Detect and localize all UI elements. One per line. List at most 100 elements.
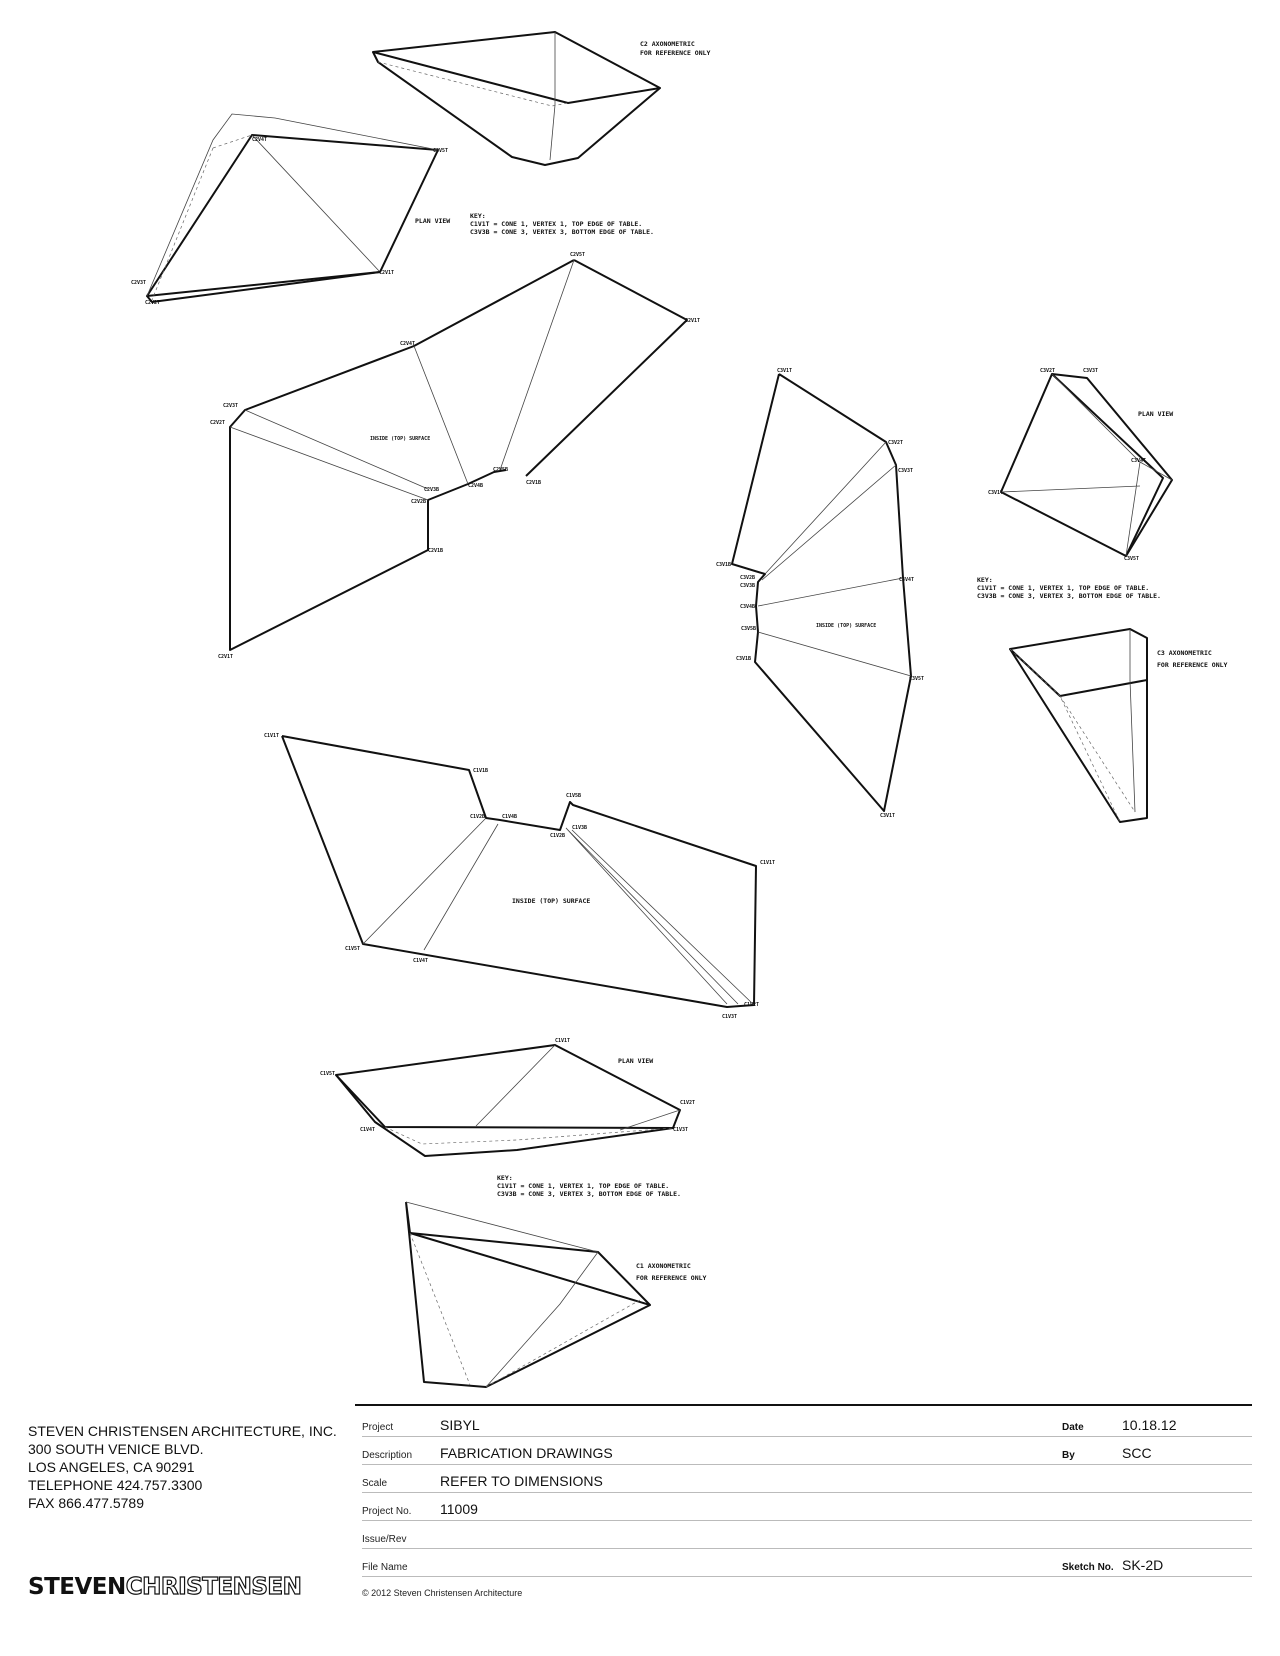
c3-surf-label: INSIDE (TOP) SURFACE xyxy=(816,623,876,629)
c2-surf-v4t: C2V4T xyxy=(400,341,415,347)
key-3-line-1: C1V1T = CONE 1, VERTEX 1, TOP EDGE OF TA… xyxy=(497,1182,669,1190)
c3-surf-v4t: C3V4T xyxy=(899,577,914,583)
c3-surf-v2t: C3V2T xyxy=(888,440,903,446)
row-issue-rev: Issue/Rev xyxy=(362,1520,1252,1549)
copyright-notice: © 2012 Steven Christensen Architecture xyxy=(362,1588,523,1598)
c3-surf-v3t: C3V3T xyxy=(898,468,913,474)
row-file-name: File Name Sketch No. SK-2D xyxy=(362,1548,1252,1577)
logo-bold-part: STEVEN xyxy=(28,1574,126,1600)
project-label: Project xyxy=(362,1422,394,1433)
c1-surf-v4t: C1V4T xyxy=(413,958,428,964)
key-2-title: KEY: xyxy=(977,576,993,584)
fabrication-drawing: C2 AXONOMETRIC FOR REFERENCE ONLY C2V4T … xyxy=(131,31,1228,1388)
c3-surf-v5b: C3V5B xyxy=(741,626,756,632)
logo-outline-part: CHRISTENSEN xyxy=(125,1573,302,1600)
c1-surf-v5b: C1V5B xyxy=(566,793,581,799)
c2-surf-v3b: C2V3B xyxy=(424,487,439,493)
c1-surf-v4b: C1V4B xyxy=(502,814,517,820)
firm-logo: STEVENCHRISTENSEN xyxy=(28,1573,302,1600)
c2-surf-label: INSIDE (TOP) SURFACE xyxy=(370,436,430,442)
firm-address: STEVEN CHRISTENSEN ARCHITECTURE, INC. 30… xyxy=(28,1422,337,1512)
c3-plan-v3t: C3V3T xyxy=(1083,368,1098,374)
sketch-no-label: Sketch No. xyxy=(1062,1562,1114,1573)
c2-axo-label-2: FOR REFERENCE ONLY xyxy=(640,49,711,57)
c1-plan-v2t: C1V2T xyxy=(680,1100,695,1106)
c2-surf-v2b: C2V2B xyxy=(411,499,426,505)
c2-plan-v1t: C2V1T xyxy=(379,270,394,276)
c1-surf-v1t-2: C1V1T xyxy=(760,860,775,866)
c2-surf-v3t: C2V3T xyxy=(223,403,238,409)
firm-name: STEVEN CHRISTENSEN ARCHITECTURE, INC. xyxy=(28,1423,337,1439)
c3-surf-v1b: C3V1B xyxy=(716,562,731,568)
c1-plan-label: PLAN VIEW xyxy=(618,1057,653,1065)
c1-plan-view: C1V1T C1V5T C1V4T C1V2T C1V3T PLAN VIEW xyxy=(320,1038,695,1157)
c1-surf-v5t: C1V5T xyxy=(345,946,360,952)
c2-plan-v3t: C2V3T xyxy=(131,280,146,286)
date-value: 10.18.12 xyxy=(1122,1417,1177,1433)
row-project-no: Project No. 11009 xyxy=(362,1492,1252,1521)
scale-value: REFER TO DIMENSIONS xyxy=(440,1473,603,1489)
c2-surf-v1t-2: C2V1T xyxy=(218,654,233,660)
c3-surf-v5t: C3V5T xyxy=(909,676,924,682)
c1-axo-label-1: C1 AXONOMETRIC xyxy=(636,1262,691,1270)
key-2-line-1: C1V1T = CONE 1, VERTEX 1, TOP EDGE OF TA… xyxy=(977,584,1149,592)
c2-surf-v1b: C2V1B xyxy=(526,480,541,486)
c2-axo-label-1: C2 AXONOMETRIC xyxy=(640,40,695,48)
c2-plan-v5t: C2V5T xyxy=(433,148,448,154)
firm-telephone: TELEPHONE 424.757.3300 xyxy=(28,1477,203,1493)
c2-plan-view: C2V4T C2V5T C2V1T C2V3T C2V2T PLAN VIEW xyxy=(131,113,450,306)
c1-inside-surface: C1V1T C1V1B C1V2B C1V4B C1V5B C1V3B C1V2… xyxy=(264,733,775,1020)
by-value: SCC xyxy=(1122,1445,1152,1461)
c1-axo-label-2: FOR REFERENCE ONLY xyxy=(636,1274,707,1282)
row-scale: Scale REFER TO DIMENSIONS xyxy=(362,1464,1252,1493)
c3-plan-label: PLAN VIEW xyxy=(1138,410,1173,418)
c3-surf-v3b: C3V3B xyxy=(740,583,755,589)
c3-axo-label-2: FOR REFERENCE ONLY xyxy=(1157,661,1228,669)
c1-surf-v2t: C1V2T xyxy=(744,1002,759,1008)
project-value: SIBYL xyxy=(440,1417,480,1433)
key-1-line-2: C3V3B = CONE 3, VERTEX 3, BOTTOM EDGE OF… xyxy=(470,228,654,236)
c3-surf-v1t: C3V1T xyxy=(777,368,792,374)
c3-surf-v2b: C3V2B xyxy=(740,575,755,581)
c2-plan-label: PLAN VIEW xyxy=(415,217,450,225)
c1-surf-v1t: C1V1T xyxy=(264,733,279,739)
c3-inside-surface: C3V1T C3V2T C3V3T C3V1B C3V2B C3V3B C3V4… xyxy=(716,368,924,819)
key-note-3: KEY: C1V1T = CONE 1, VERTEX 1, TOP EDGE … xyxy=(497,1174,681,1198)
row-description: Description FABRICATION DRAWINGS By SCC xyxy=(362,1436,1252,1465)
c1-surf-v3t: C1V3T xyxy=(722,1014,737,1020)
c3-plan-v2t: C3V2T xyxy=(1040,368,1055,374)
description-label: Description xyxy=(362,1450,413,1461)
c3-axo-label-1: C3 AXONOMETRIC xyxy=(1157,649,1212,657)
key-1-title: KEY: xyxy=(470,212,486,220)
sketch-no-value: SK-2D xyxy=(1122,1557,1164,1573)
date-label: Date xyxy=(1062,1422,1084,1433)
c1-plan-v5t: C1V5T xyxy=(320,1071,335,1077)
key-3-line-2: C3V3B = CONE 3, VERTEX 3, BOTTOM EDGE OF… xyxy=(497,1190,681,1198)
description-value: FABRICATION DRAWINGS xyxy=(440,1445,613,1461)
c1-axonometric: C1 AXONOMETRIC FOR REFERENCE ONLY xyxy=(405,1201,707,1388)
c2-axonometric: C2 AXONOMETRIC FOR REFERENCE ONLY xyxy=(372,31,711,166)
c1-plan-v1t: C1V1T xyxy=(555,1038,570,1044)
key-1-line-1: C1V1T = CONE 1, VERTEX 1, TOP EDGE OF TA… xyxy=(470,220,642,228)
key-note-2: KEY: C1V1T = CONE 1, VERTEX 1, TOP EDGE … xyxy=(977,576,1161,600)
key-2-line-2: C3V3B = CONE 3, VERTEX 3, BOTTOM EDGE OF… xyxy=(977,592,1161,600)
c3-surf-v4b: C3V4B xyxy=(740,604,755,610)
c1-surf-label: INSIDE (TOP) SURFACE xyxy=(512,897,590,905)
c3-plan-v4t: C3V4T xyxy=(1131,458,1146,464)
title-block-rule xyxy=(355,1404,1252,1406)
c2-surf-v5b: C2V5B xyxy=(493,467,508,473)
c1-plan-v3t: C1V3T xyxy=(673,1127,688,1133)
c1-plan-v4t: C1V4T xyxy=(360,1127,375,1133)
project-no-label: Project No. xyxy=(362,1506,412,1517)
c3-plan-view: C3V2T C3V3T C3V4T C3V1T C3V5T PLAN VIEW xyxy=(988,368,1173,562)
c2-plan-v2t: C2V2T xyxy=(145,300,160,306)
c2-plan-v4t: C2V4T xyxy=(252,137,267,143)
firm-city: LOS ANGELES, CA 90291 xyxy=(28,1459,195,1475)
c1-surf-v3b: C1V3B xyxy=(572,825,587,831)
c3-surf-v1t-2: C3V1T xyxy=(880,813,895,819)
c1-surf-v2b: C1V2B xyxy=(470,814,485,820)
c2-surf-v2t: C2V2T xyxy=(210,420,225,426)
firm-fax: FAX 866.477.5789 xyxy=(28,1495,144,1511)
c3-axonometric: C3 AXONOMETRIC FOR REFERENCE ONLY xyxy=(1009,628,1228,823)
firm-street: 300 SOUTH VENICE BLVD. xyxy=(28,1441,204,1457)
